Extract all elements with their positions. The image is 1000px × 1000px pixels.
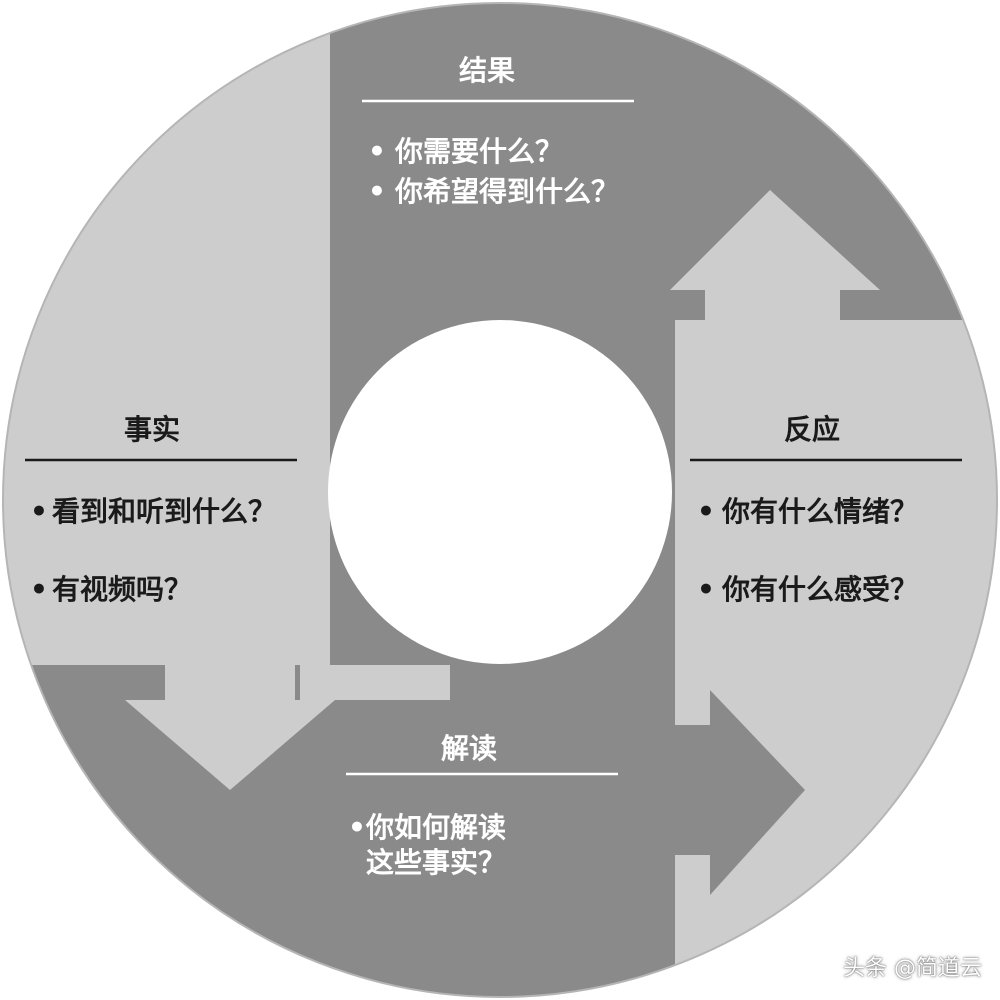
facts-bullet-1: • xyxy=(30,495,48,528)
facts-title: 事实 xyxy=(124,413,180,446)
facts-bullet-2: • xyxy=(30,573,48,606)
result-bullet-1: • xyxy=(368,135,386,168)
facts-block: 事实 • 看到和听到什么？ • 有视频吗？ xyxy=(25,413,297,606)
interpretation-bullet-1: • xyxy=(348,811,366,844)
interpretation-title: 解读 xyxy=(441,732,497,765)
interpretation-item-1: 你如何解读 xyxy=(365,811,506,844)
center-hole xyxy=(328,320,672,664)
interpretation-light-wedge xyxy=(300,665,450,700)
reaction-item-2: 你有什么感受？ xyxy=(721,573,918,606)
result-arrow xyxy=(670,190,880,320)
reaction-block: 反应 • 你有什么情绪？ • 你有什么感受？ xyxy=(690,413,962,606)
reaction-title: 反应 xyxy=(784,413,840,446)
result-title: 结果 xyxy=(459,54,515,87)
result-bullet-2: • xyxy=(368,175,386,208)
interpretation-arrow xyxy=(675,690,805,895)
result-item-1: 你需要什么？ xyxy=(394,135,563,168)
interpretation-item-2: 这些事实？ xyxy=(366,846,506,879)
result-item-2: 你希望得到什么？ xyxy=(394,175,619,208)
facts-item-2: 有视频吗？ xyxy=(52,573,192,606)
reaction-item-1: 你有什么情绪？ xyxy=(721,495,918,528)
reaction-bullet-1: • xyxy=(697,495,715,528)
watermark: 头条 @简道云 xyxy=(843,956,982,981)
result-block: 结果 • 你需要什么？ • 你希望得到什么？ xyxy=(362,54,634,208)
interpretation-block: 解读 • 你如何解读 这些事实？ xyxy=(346,732,618,879)
facts-item-1: 看到和听到什么？ xyxy=(52,495,276,528)
reaction-bullet-2: • xyxy=(697,573,715,606)
